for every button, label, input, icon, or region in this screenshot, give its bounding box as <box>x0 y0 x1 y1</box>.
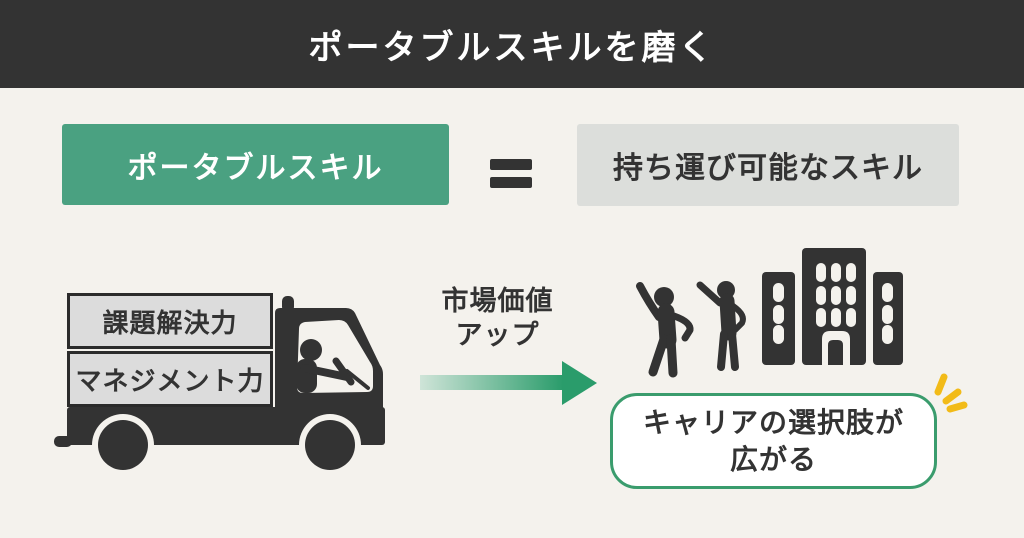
page-title: ポータブルスキルを磨く <box>308 28 716 67</box>
truck-with-driver-icon <box>54 296 385 476</box>
callout-line1: キャリアの選択肢が <box>642 407 904 438</box>
office-building-icon <box>762 248 903 365</box>
portable-skill-label: ポータブルスキル <box>127 151 384 185</box>
callout-line2: 広がる <box>729 444 817 475</box>
sparkle-emphasis-icon <box>934 373 968 413</box>
equals-sign <box>490 159 532 188</box>
header-bar: ポータブルスキルを磨く <box>0 0 1024 88</box>
people-raising-hands-icon <box>636 281 746 378</box>
definition-box: 持ち運び可能なスキル <box>577 124 959 206</box>
market-value-line2: アップ <box>455 320 540 350</box>
equals-bar-top <box>490 159 532 170</box>
career-options-callout: キャリアの選択肢が 広がる <box>610 393 937 489</box>
definition-label: 持ち運び可能なスキル <box>613 152 923 185</box>
equals-bar-bottom <box>490 177 532 188</box>
cargo-box-problem-solving: 課題解決力 <box>67 293 273 349</box>
market-value-label: 市場価値 アップ <box>420 284 575 352</box>
arrow-right-icon <box>420 361 597 405</box>
market-value-line1: 市場価値 <box>441 286 554 316</box>
portable-skill-box: ポータブルスキル <box>62 124 449 205</box>
cargo-box-label: 課題解決力 <box>102 307 238 338</box>
cargo-box-management: マネジメント力 <box>67 351 273 407</box>
cargo-box-label: マネジメント力 <box>75 365 265 396</box>
